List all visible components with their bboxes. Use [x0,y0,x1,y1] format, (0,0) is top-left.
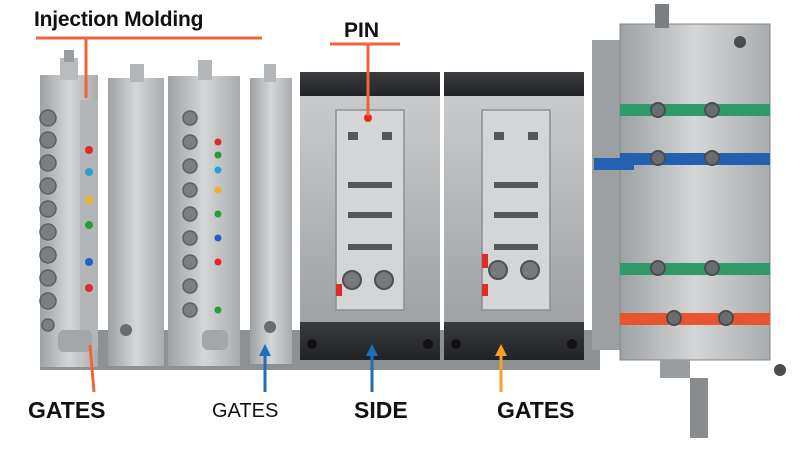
colored-pins-left [85,146,93,292]
ejector-housing [592,4,786,438]
pin-label: PIN [344,19,380,42]
arrow-up-icon [366,344,378,392]
title-label: Injection Molding [34,8,204,31]
plate-4 [250,64,292,364]
arrow-up-icon [259,344,271,392]
plate-3-gates [168,60,240,366]
gates-label-right: GATES [497,397,575,423]
colored-pins-mid [214,138,222,314]
leader-gates-left [88,344,96,393]
hole-column-left [39,109,57,332]
plate-2 [108,64,164,366]
plate-left-gates [39,50,98,367]
cavity-block-b [444,72,584,360]
cavity-block-a [300,72,440,360]
arrow-up-icon [495,344,507,392]
gates-label-left: GATES [28,397,106,423]
annotation-leaders [36,36,400,393]
side-label: SIDE [354,397,408,423]
gates-label-middle: GATES [212,400,279,422]
